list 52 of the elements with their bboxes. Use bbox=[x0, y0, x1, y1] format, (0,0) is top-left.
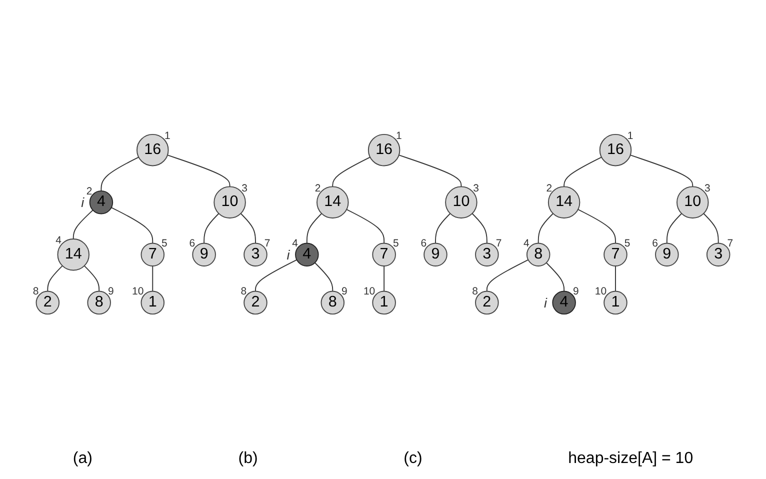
connector bbox=[578, 208, 616, 244]
connector bbox=[204, 213, 220, 244]
connector bbox=[538, 213, 554, 244]
caption-label: (b) bbox=[238, 450, 258, 468]
caption-label: (c) bbox=[404, 450, 422, 468]
connector bbox=[398, 154, 462, 188]
connector bbox=[84, 265, 100, 292]
index-label: 1 bbox=[627, 131, 634, 142]
node-circle: 3 bbox=[244, 242, 268, 266]
pointer-label: i bbox=[544, 295, 547, 310]
connector bbox=[546, 262, 565, 292]
connector bbox=[486, 259, 529, 292]
connector bbox=[166, 154, 230, 188]
index-label: 4 bbox=[292, 238, 298, 250]
connector bbox=[564, 156, 602, 188]
index-label: 5 bbox=[393, 238, 399, 250]
index-label: 2 bbox=[314, 183, 321, 194]
connector bbox=[346, 208, 385, 244]
index-label: 3 bbox=[704, 183, 710, 194]
connector bbox=[630, 154, 694, 188]
connector bbox=[703, 213, 719, 244]
index-label: 9 bbox=[573, 286, 579, 298]
connector bbox=[384, 266, 385, 292]
index-label: 1 bbox=[396, 131, 402, 142]
connector bbox=[240, 213, 256, 244]
connector bbox=[110, 207, 154, 244]
connector bbox=[306, 213, 322, 244]
connector bbox=[255, 259, 298, 292]
connector bbox=[100, 156, 140, 192]
caption-label: (a) bbox=[72, 450, 92, 468]
connector bbox=[472, 213, 488, 244]
index-label: 4 bbox=[56, 236, 62, 247]
index-label: 1 bbox=[164, 131, 170, 142]
index-label: 6 bbox=[652, 238, 658, 250]
node-circle: 3 bbox=[475, 242, 499, 266]
connector bbox=[152, 266, 154, 292]
connector bbox=[435, 213, 451, 244]
connector bbox=[314, 262, 334, 292]
index-label: 3 bbox=[242, 183, 248, 194]
index-label: 8 bbox=[472, 286, 478, 298]
index-label: 2 bbox=[546, 183, 552, 194]
connector bbox=[666, 213, 682, 244]
index-label: 9 bbox=[108, 286, 114, 298]
caption-label: heap-size[A] = 10 bbox=[568, 450, 694, 468]
pointer-label: i bbox=[286, 247, 290, 262]
pointer-label: i bbox=[81, 195, 84, 210]
connector bbox=[615, 266, 616, 292]
connector bbox=[47, 265, 63, 292]
index-label: 3 bbox=[473, 183, 479, 194]
connector bbox=[332, 156, 371, 188]
node-circle: 3 bbox=[706, 242, 730, 266]
connector bbox=[72, 210, 94, 240]
